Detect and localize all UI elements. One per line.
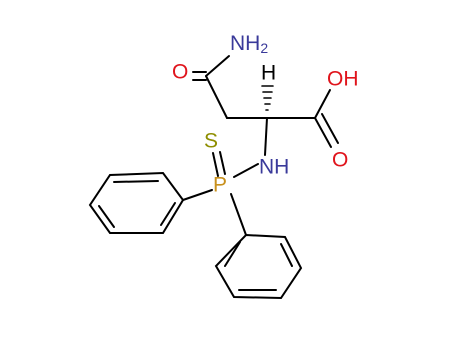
atom-acid-o: O xyxy=(332,149,348,172)
bond-p-s-a xyxy=(212,152,219,177)
phenyl-ring-left xyxy=(88,171,185,234)
phenyl-right-inner-1 xyxy=(280,243,293,267)
bonds xyxy=(88,55,339,300)
atom-alpha-h: H xyxy=(261,62,276,85)
bond-carboxyl-carbonyl-b xyxy=(321,113,339,144)
bond-amide-c-n xyxy=(205,55,230,77)
phenyl-left-inner-3 xyxy=(160,202,176,226)
phenyl-left-inner-2 xyxy=(98,205,115,228)
bond-carboxyl-carbonyl-a xyxy=(314,117,332,148)
atom-acid-oh: OH xyxy=(327,68,359,91)
bond-alpha-nh xyxy=(264,117,268,156)
bond-nh-p xyxy=(233,163,259,178)
atom-amide-o: O xyxy=(172,61,188,84)
atom-phosphorus: P xyxy=(213,174,227,197)
bond-p-phenyl-right xyxy=(230,193,247,236)
phenyl-left-inner-1 xyxy=(113,180,159,183)
atom-sulfur: S xyxy=(204,130,218,153)
stereo-hash-wedge xyxy=(261,85,274,111)
phenyl-ring-right xyxy=(214,233,303,300)
atom-amide-nh2: NH2 xyxy=(230,32,268,57)
phenyl-right-inner-3 xyxy=(224,241,241,267)
bond-p-phenyl-left xyxy=(182,189,213,201)
atom-labels: NH2 O H OH O NH S P xyxy=(172,32,359,197)
bond-carboxyl-oh xyxy=(314,89,331,119)
bond-p-s-b xyxy=(219,151,226,175)
atom-amine-nh: NH xyxy=(259,156,289,179)
bond-amide-c-ch2 xyxy=(205,75,228,119)
